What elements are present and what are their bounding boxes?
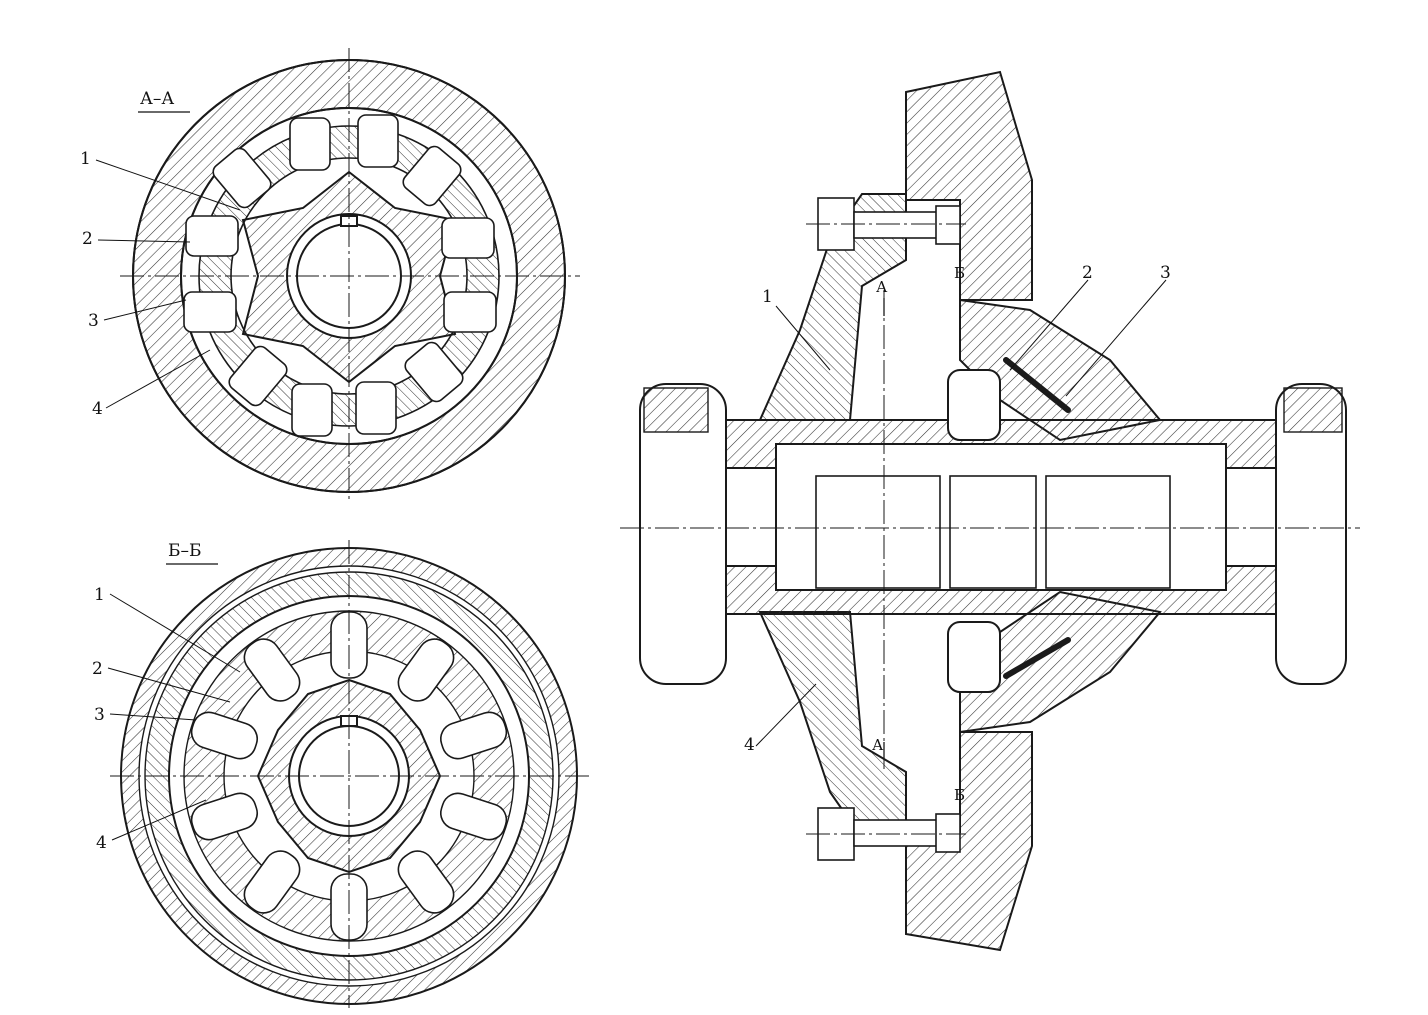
section-b-b-title: Б–Б (168, 541, 202, 561)
bb-roller (190, 711, 258, 760)
bb-label-2: 2 (92, 659, 103, 679)
main-longitudinal-section (620, 70, 1360, 952)
section-a-a-view (120, 48, 580, 500)
aa-roller (441, 217, 495, 259)
aa-roller (357, 114, 399, 168)
bb-roller (397, 638, 455, 702)
aa-roller (228, 345, 288, 407)
bb-label-3: 3 (94, 705, 105, 725)
bb-roller (243, 638, 301, 702)
aa-label-1: 1 (80, 149, 91, 169)
main-label-1: 1 (762, 287, 773, 307)
aa-label-2: 2 (82, 229, 93, 249)
aa-roller (212, 147, 272, 209)
gear-rim-top (905, 70, 1033, 301)
bb-roller (190, 792, 258, 841)
main-roller-top (947, 369, 1001, 441)
aa-roller (402, 145, 462, 207)
aa-label-3: 3 (88, 311, 99, 331)
main-roller-bottom (947, 621, 1001, 693)
aa-roller (404, 341, 464, 403)
bb-roller (440, 792, 508, 841)
flange-right (1275, 383, 1347, 685)
bb-label-1: 1 (94, 585, 105, 605)
bolt-top (817, 197, 961, 251)
aa-label-4: 4 (92, 399, 103, 419)
flange-left (639, 383, 727, 685)
main-label-2: 2 (1082, 263, 1093, 283)
main-label-3: 3 (1160, 263, 1171, 283)
cut-mark-b-bottom: Б (954, 786, 965, 804)
cut-mark-b-top: Б (954, 264, 965, 282)
aa-roller (291, 383, 333, 437)
cut-mark-a-top: А (876, 278, 888, 296)
bb-roller (243, 850, 301, 914)
aa-roller (443, 291, 497, 333)
bb-roller (440, 711, 508, 760)
bb-label-4: 4 (96, 833, 107, 853)
aa-roller (185, 215, 239, 257)
main-label-4: 4 (744, 735, 755, 755)
bb-roller (397, 850, 455, 914)
aa-roller (355, 381, 397, 435)
aa-roller (183, 291, 237, 333)
cut-mark-a-bottom: А (872, 736, 884, 754)
section-b-b-view (110, 540, 592, 1008)
section-a-a-title: А–А (140, 89, 174, 109)
aa-roller (289, 117, 331, 171)
aa-rollers (183, 114, 497, 437)
